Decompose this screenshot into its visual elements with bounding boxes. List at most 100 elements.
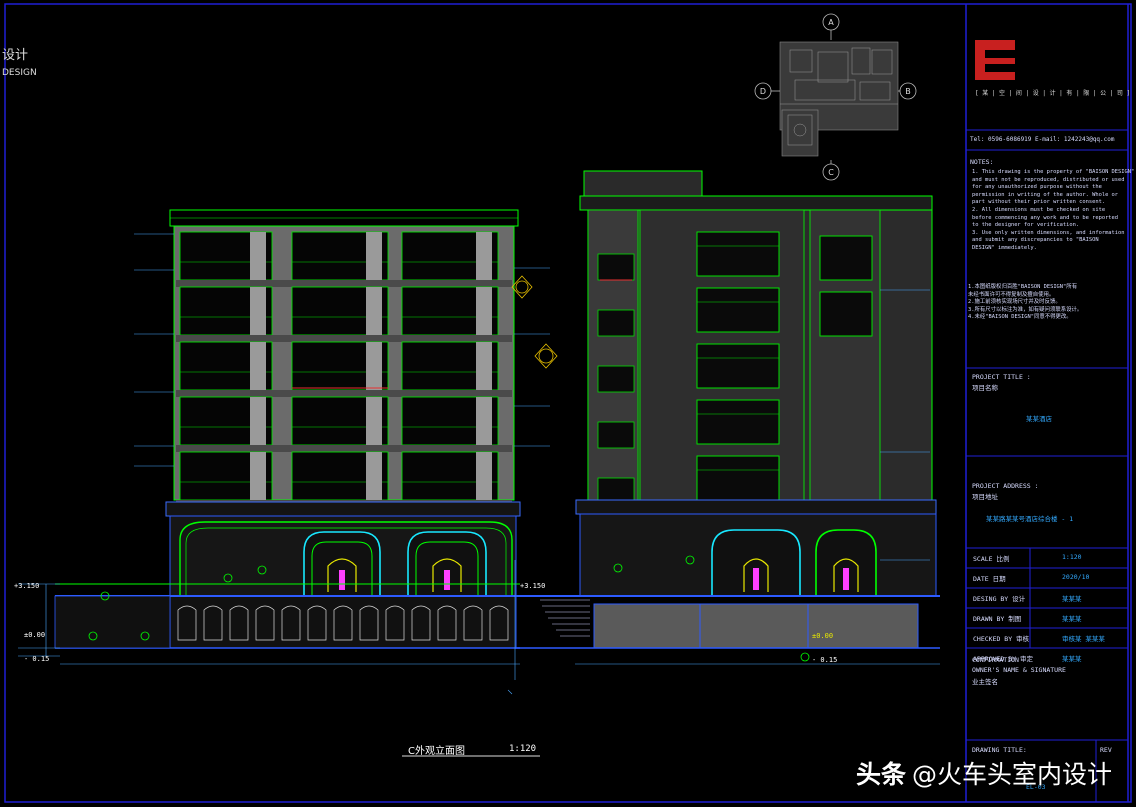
base-arch <box>489 605 509 641</box>
tb-row-label: DESING BY 设计 <box>973 595 1026 603</box>
level-left-zero: ±0.00 <box>24 631 46 639</box>
right-window <box>696 231 780 277</box>
project-address-label: PROJECT ADDRESS : <box>972 482 1039 490</box>
arched-door <box>303 531 381 596</box>
arched-door <box>407 531 487 596</box>
drawing-frame <box>4 3 1132 803</box>
side-window <box>597 365 635 393</box>
base-arch <box>177 605 197 641</box>
watermark: 头条@火车头室内设计 <box>856 755 1112 791</box>
right-window <box>696 287 780 333</box>
notes-english: 1. This drawing is the property of "BAIS… <box>972 169 1135 253</box>
left-window-pier <box>366 342 382 390</box>
note-line: 3. Use only written dimensions, and info… <box>972 229 1125 236</box>
tb-row-label: CHECKED BY 审核 <box>973 635 1030 643</box>
project-title-value: 某某酒店 <box>1026 415 1052 423</box>
left-window-pier <box>366 232 382 280</box>
right-window <box>696 343 780 389</box>
brand-line-2: DESIGN <box>2 68 37 78</box>
drawing-title-label: DRAWING TITLE: <box>972 746 1027 754</box>
left-floor-band <box>176 445 512 452</box>
base-arch <box>463 605 483 641</box>
note-line: 1. This drawing is the property of "BAIS… <box>972 169 1135 175</box>
left-window-pier <box>250 342 266 390</box>
door-inner-frame <box>311 541 373 596</box>
level-left-top: +3.150 <box>14 582 40 590</box>
left-window-pier <box>250 452 266 500</box>
left-window-pier <box>366 397 382 445</box>
base-arch <box>203 605 223 641</box>
left-window-grid <box>176 231 512 507</box>
tb-row-label: APPROVED BY 审定 <box>973 655 1033 663</box>
left-building-elevation <box>54 209 521 649</box>
tb-row-label: DATE 日期 <box>973 575 1006 583</box>
drawing-caption-scale: 1:120 <box>509 744 537 754</box>
right-window <box>696 455 780 501</box>
level-markers <box>88 555 810 662</box>
base-arch <box>437 605 457 641</box>
left-window-pier <box>476 397 492 445</box>
right-window <box>696 399 780 445</box>
drawing-caption-title: C外观立面图 <box>408 746 465 757</box>
company-logo <box>975 40 1015 80</box>
base-arch <box>229 605 249 641</box>
base-arch <box>307 605 327 641</box>
contact-line: Tel: 0596-6086919 E-mail: 1242243@qq.com <box>970 136 1115 143</box>
watermark-brand: 头条 <box>855 760 906 789</box>
note-line: permission in writing of the author. Who… <box>972 191 1119 198</box>
tb-row-value: 1:120 <box>1062 553 1082 561</box>
key-plan-marker-d: D <box>760 87 766 96</box>
left-window-pier <box>476 342 492 390</box>
side-window <box>597 421 635 449</box>
note-line-cn: 4.未经"BAISON DESIGN"同意不得更改。 <box>968 314 1072 321</box>
base-arch <box>333 605 353 641</box>
key-plan-marker-b: B <box>905 87 911 96</box>
base-arch <box>411 605 431 641</box>
note-line: for any unauthorized purpose without the <box>972 184 1102 191</box>
door-handle <box>843 568 849 590</box>
note-line: 2. All dimensions must be checked on sit… <box>972 206 1106 213</box>
left-window-pier <box>476 287 492 335</box>
tb-row-value: 某某某 <box>1062 595 1082 603</box>
notes-chinese: 1.本图纸版权归百胜"BAISON DESIGN"所有未经书面许可不得复制及擅自… <box>968 284 1126 322</box>
section-tags <box>511 275 558 369</box>
company-line: [ 某 | 空 | 间 | 设 | 计 | 有 | 限 | 公 | 司 ] <box>975 90 1131 97</box>
base-arch <box>359 605 379 641</box>
left-window-pier <box>250 397 266 445</box>
project-title-cn: 项目名称 <box>972 384 998 392</box>
base-arch <box>385 605 405 641</box>
door-handle <box>339 570 345 590</box>
left-base-arches <box>177 605 509 641</box>
owner-signature-cn: 业主签名 <box>972 678 998 686</box>
left-floor-band <box>176 335 512 342</box>
door-arch-yellow <box>327 558 357 592</box>
note-line: and must not be reproduced, distributed … <box>972 176 1125 183</box>
brand-line-1: 设计 <box>2 48 29 63</box>
base-arch <box>281 605 301 641</box>
right-arched-doors <box>711 529 877 596</box>
left-window-pier <box>250 287 266 335</box>
notes-title: NOTES: <box>970 158 994 166</box>
right-building-elevation <box>515 170 940 649</box>
level-right-top: +3.150 <box>520 582 546 590</box>
note-line-cn: 2.施工前须核实现场尺寸并及时反馈。 <box>968 299 1061 306</box>
level-right-zero: ±0.00 <box>812 632 834 640</box>
left-window-pier <box>476 232 492 280</box>
watermark-handle: @火车头室内设计 <box>911 760 1112 789</box>
tb-row-label: DRAWN BY 制图 <box>973 615 1022 623</box>
note-line: DESIGN" immediately. <box>972 244 1037 251</box>
door-arch-yellow <box>432 558 462 592</box>
left-window-pier <box>476 452 492 500</box>
project-title-label: PROJECT TITLE : <box>972 373 1031 381</box>
door-arch-yellow <box>743 558 769 592</box>
level-left-bottom: - 0.15 <box>24 655 50 663</box>
key-plan-marker-c: C <box>828 168 834 177</box>
note-line: to the designer for verification. <box>972 222 1080 229</box>
owner-signature-label: OWNER'S NAME & SIGNATURE <box>972 666 1066 674</box>
confirmation-label: CONFIRMATION <box>972 656 1019 664</box>
side-window <box>597 309 635 337</box>
door-handle <box>444 570 450 590</box>
rev-label: REV <box>1100 746 1112 754</box>
key-plan: A B C D <box>754 13 917 181</box>
